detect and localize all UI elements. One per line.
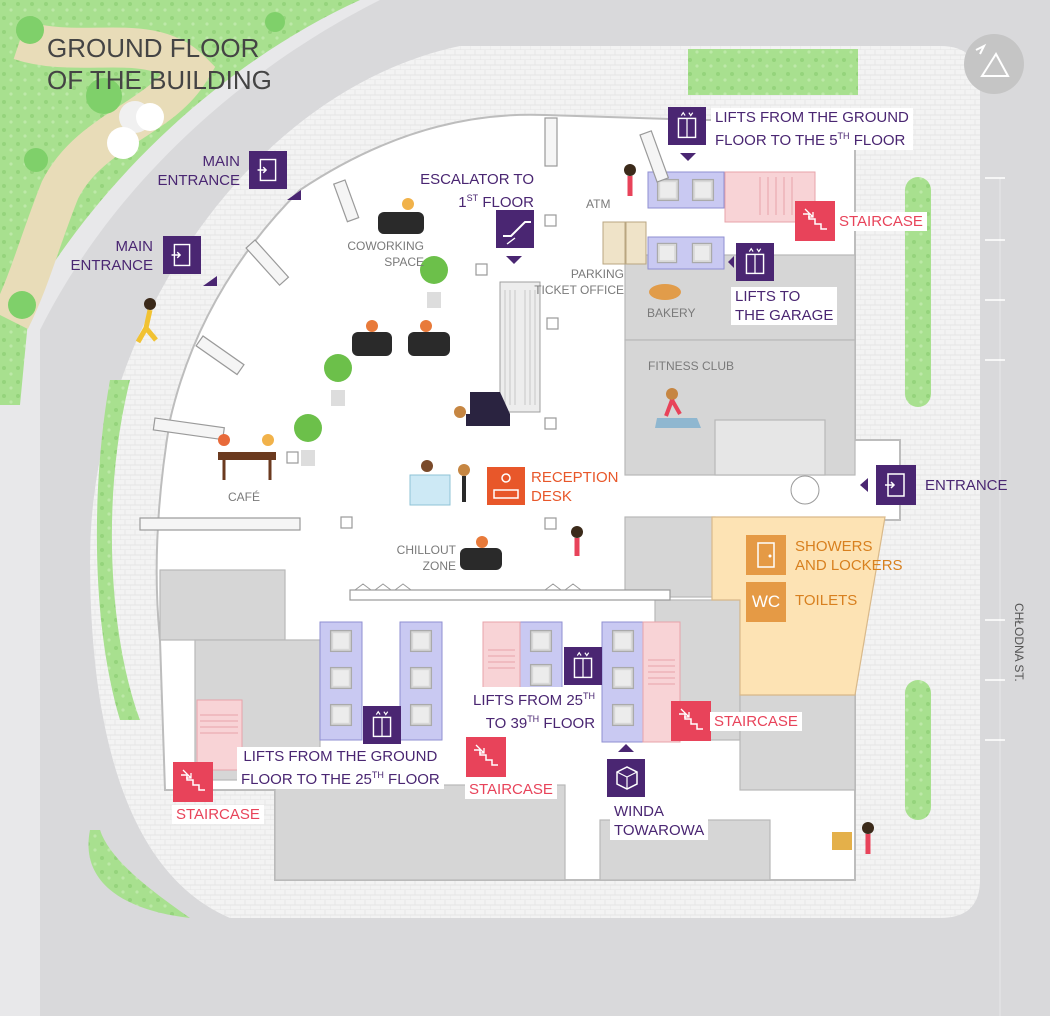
shower-door-icon[interactable] [746,535,786,575]
page-title: GROUND FLOOR OF THE BUILDING [47,32,272,96]
main-entrance-icon-2[interactable] [163,236,201,274]
atm-label: ATM [586,197,611,211]
lifts-ground-25-icon[interactable] [363,706,401,744]
reception-desk-icon[interactable] [487,467,525,505]
columns [286,214,559,530]
revolving-doors [354,475,820,591]
entrance-label[interactable]: ENTRANCE [925,477,1008,494]
staircase-icon-ne[interactable] [795,201,835,241]
staircase-icon-center[interactable] [466,737,506,777]
entrance-east-icon[interactable] [876,465,916,505]
cafe-table-illustration [218,434,276,480]
park-area [0,0,360,405]
fitness-treadmill [655,388,701,428]
staircase-icon-se[interactable] [671,701,711,741]
staircase-label-sw[interactable]: STAIRCASE [172,805,264,824]
escalator [499,281,541,413]
freight-lift-icon[interactable] [607,759,645,797]
lifts-ground-5-label[interactable]: LIFTS FROM THE GROUND FLOOR TO THE 5TH F… [711,108,913,150]
service-rooms [159,254,856,881]
staircase-icon-sw[interactable] [173,762,213,802]
lifts-25-39-label[interactable]: LIFTS FROM 25TH TO 39TH FLOOR [469,687,600,733]
street-markings [985,177,1005,741]
piano-illustration [454,392,510,426]
grass-strip-east [905,177,931,407]
toilets-label[interactable]: TOILETS [795,592,858,609]
staircase-rooms [196,171,816,771]
title-line-1: GROUND FLOOR [47,33,260,63]
main-entrance-icon-1[interactable] [249,151,287,189]
wc-icon-text: WC [751,592,781,611]
staircase-label-center[interactable]: STAIRCASE [465,780,557,799]
lounge-sofas [352,198,502,570]
fitness-club-label: FITNESS CLUB [648,359,735,373]
staircase-label-se[interactable]: STAIRCASE [710,712,802,731]
stair-steps [200,177,793,734]
title-line-2: OF THE BUILDING [47,65,272,95]
grass-strip-east-2 [905,680,931,820]
facade-walls [139,117,671,601]
escalator-icon[interactable] [496,210,534,264]
wc-icon[interactable] [746,582,786,622]
lifts-ground-5-icon[interactable] [668,107,706,145]
north-arrow-icon [964,34,1024,94]
lifts-ground-25-label[interactable]: LIFTS FROM THE GROUND FLOOR TO THE 25TH … [237,747,444,789]
bread-icon [649,284,681,300]
garden-top [688,49,858,95]
cafe-label: CAFÉ [228,490,261,504]
trees-illustration [294,256,448,466]
lifts-garage-icon[interactable] [736,243,774,281]
street-name-label: CHŁODNA ST. [1012,603,1026,682]
reception-desk-illustration [409,460,470,506]
walking-person-illustrations [135,164,874,854]
atm-machines [602,221,647,265]
lifts-25-39-icon[interactable] [564,647,602,685]
escalator-label[interactable]: ESCALATOR TO 1ST FLOOR [420,171,534,211]
bakery-label: BAKERY [647,306,696,320]
staircase-label-ne[interactable]: STAIRCASE [835,212,927,231]
